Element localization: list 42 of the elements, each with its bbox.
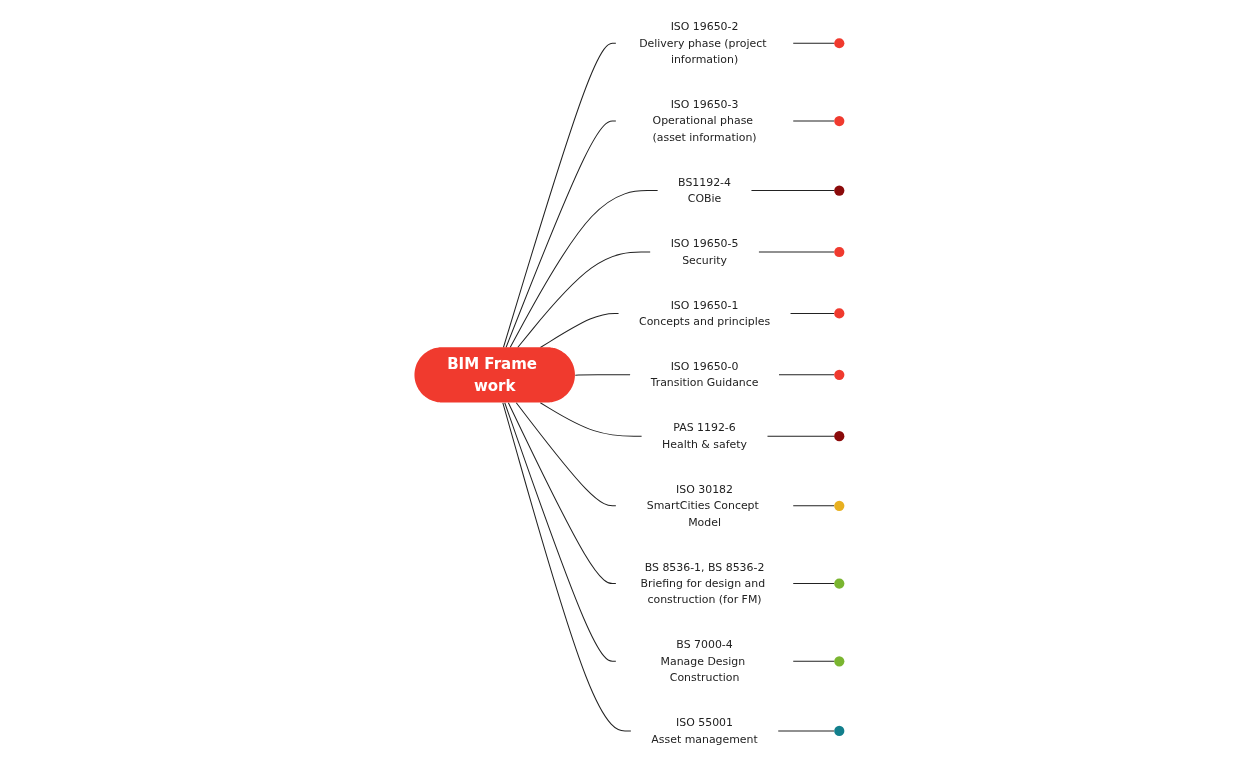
node-text: ISO 19650-2 Delivery phase (project information) [638,20,767,66]
node-circle [833,578,844,589]
connector [766,435,835,437]
node-text: ISO 19650-0 Transition Guidance [650,359,759,390]
node-circle [833,308,844,319]
connector [507,402,616,585]
node-text: BS 8536-1, BS 8536-2 Briefing for design and construction (for FM) [640,560,765,607]
node-text: ISO 19650-5 Security [670,237,739,267]
node-text: ISO 30182 SmartCities Concept Model [646,482,759,529]
node-circle [833,185,844,196]
node-circle [833,431,844,442]
node-circle [833,369,844,380]
node-circle [833,725,844,737]
connector [501,402,631,732]
connector [502,42,616,349]
connector [778,374,835,376]
connector [515,402,616,507]
node-circle [833,500,844,511]
connector [539,312,619,349]
connector [574,374,631,376]
node-circle [833,656,844,667]
node-circle [833,115,844,127]
connector [509,190,658,349]
node-circle [833,38,844,49]
node-text: ISO 19650-3 Operational phase (asset information) [652,97,757,144]
node-text: ISO 19650-1 Concepts and principles [638,298,770,328]
connector [505,120,616,349]
connector [750,190,835,192]
connector [539,402,642,437]
node-circle [833,246,844,258]
connector [789,312,835,314]
node-text: BS 7000-4 Manage Design Construction [660,638,745,684]
connector [792,660,835,662]
node-text: ISO 55001 Asset management [650,715,758,746]
connector [503,402,616,662]
node-text: BS1192-4 COBie [677,175,731,205]
node-text: PAS 1192-6 Health & safety [661,421,747,451]
connector [792,583,835,585]
connector [792,42,835,44]
connector [516,251,651,349]
connector [792,505,835,507]
node-box: BIM Frame work [414,347,575,403]
